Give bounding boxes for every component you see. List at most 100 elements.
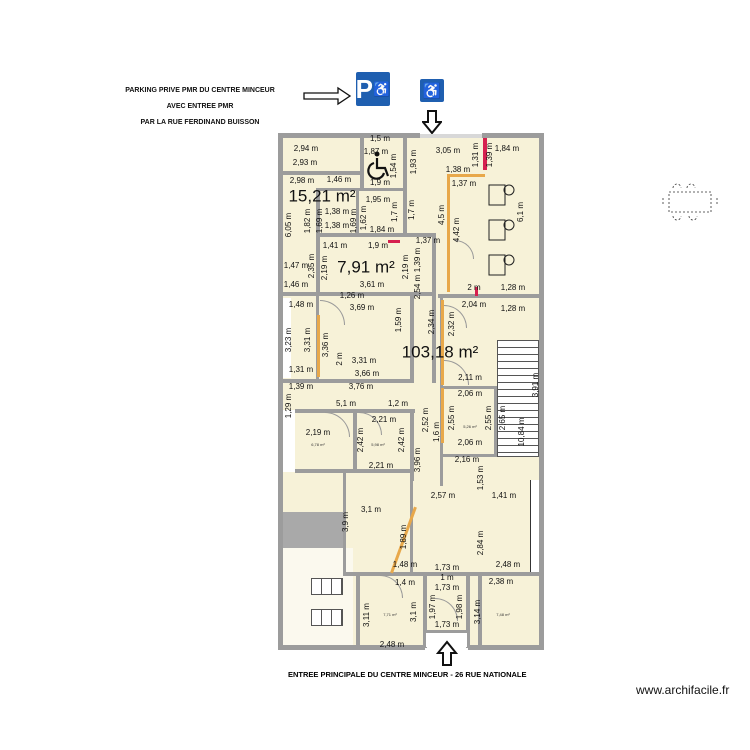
dimension-label: 3,11 m [362, 603, 371, 627]
wall [425, 630, 468, 633]
dimension-label: 2,98 m [289, 176, 315, 185]
wall [432, 233, 436, 383]
room-area: 6,78 m² [311, 442, 325, 447]
partition [447, 174, 450, 292]
dimension-label: 2,94 m [293, 144, 319, 153]
dimension-label: 1,89 m [399, 524, 408, 550]
wheelchair-icon: ♿ [372, 80, 391, 97]
dimension-label: 1,73 m [434, 563, 460, 572]
marker [388, 240, 400, 243]
dimension-label: 2,48 m [379, 640, 405, 649]
wall [440, 386, 495, 389]
parking-title-line-1: PARKING PRIVE PMR DU CENTRE MINCEUR [125, 87, 275, 94]
parking-letter: P [355, 73, 373, 104]
dimension-label: 1,54 m [389, 153, 398, 179]
wheelchair-sign-icon: ♿ [420, 79, 444, 102]
dimension-label: 3,1 m [409, 601, 418, 623]
stair-area [283, 548, 353, 645]
dimension-label: 2,93 m [292, 158, 318, 167]
dimension-label: 1,97 m [428, 594, 437, 620]
main-entrance [426, 633, 467, 647]
white-strip [530, 480, 541, 575]
dimension-label: 3,31 m [303, 327, 312, 353]
dimension-label: 1,48 m [288, 300, 314, 309]
staircase-left-upper [311, 578, 343, 595]
dimension-label: 1,38 m [324, 207, 350, 216]
wall [438, 294, 542, 298]
arrow-up-icon [436, 640, 458, 666]
area-label: 103,18 m² [401, 342, 479, 362]
table-chairs-icon [662, 183, 718, 221]
staircase-left-lower [311, 609, 343, 626]
dimension-label: 1,95 m [365, 195, 391, 204]
wall [478, 574, 482, 648]
dimension-label: 6,05 m [284, 212, 293, 238]
dimension-label: 1,84 m [369, 225, 395, 234]
dimension-label: 1,46 m [283, 280, 309, 289]
dimension-label: 3,91 m [531, 372, 540, 398]
marker [483, 138, 487, 170]
wall [423, 574, 427, 648]
dimension-label: 1,53 m [476, 465, 485, 491]
dimension-label: 1,9 m [369, 178, 391, 187]
staircase-right [497, 340, 539, 457]
dimension-label: 1,7 m [407, 199, 416, 221]
window [420, 134, 482, 138]
dimension-label: 2,11 m [458, 373, 482, 382]
dimension-label: 2,19 m [401, 254, 410, 280]
wall [403, 137, 407, 235]
dimension-label: 1,4 m [394, 578, 416, 587]
dimension-label: 1,28 m [500, 304, 526, 313]
dimension-label: 1 m [440, 573, 454, 582]
dimension-label: 1,38 m [445, 165, 471, 174]
dimension-label: 1,6 m [432, 421, 441, 443]
dimension-label: 2,21 m [368, 461, 394, 470]
wall [356, 574, 360, 648]
wall [343, 470, 346, 574]
dimension-label: 3,14 m [473, 599, 482, 625]
dimension-label: 1,29 m [284, 393, 293, 419]
dimension-label: 1,38 m [324, 221, 350, 230]
dimension-label: 1,39 m [413, 247, 422, 273]
area-label: 7,91 m² [337, 257, 395, 277]
dimension-label: 3,96 m [413, 447, 422, 473]
dimension-label: 1,31 m [471, 142, 480, 168]
parking-title-line-3: PAR LA RUE FERDINAND BUISSON [140, 119, 260, 126]
dimension-label: 1,7 m [390, 201, 399, 223]
wall [410, 480, 413, 572]
dimension-label: 1,26 m [339, 291, 365, 300]
dimension-label: 10,84 m [517, 417, 526, 447]
dimension-label: 3,66 m [354, 369, 380, 378]
dimension-label: 2,55 m [484, 405, 493, 431]
dimension-label: 1,2 m [387, 399, 409, 408]
wall [360, 137, 364, 189]
wall [353, 411, 357, 471]
dimension-label: 2,16 m [454, 455, 480, 464]
dimension-label: 2,48 m [495, 560, 521, 569]
dimension-label: 3,36 m [321, 332, 330, 358]
wall [278, 645, 425, 650]
technical-block [283, 512, 345, 548]
dimension-label: 1,62 m [359, 205, 368, 231]
dimension-label: 6,1 m [516, 201, 525, 223]
wall [280, 379, 414, 383]
wall [410, 409, 414, 481]
dimension-label: 3,69 m [349, 303, 375, 312]
dimension-label: 2,35 m [307, 253, 316, 279]
wall [466, 574, 470, 648]
dimension-label: 3,76 m [348, 382, 374, 391]
white-strip [283, 298, 291, 378]
wall [278, 133, 420, 138]
dimension-label: 1,69 m [349, 208, 358, 234]
wall [295, 469, 413, 473]
dimension-label: 1,37 m [451, 179, 477, 188]
wall [410, 296, 414, 382]
arrow-down-icon [422, 110, 442, 135]
dimension-label: 2,42 m [397, 427, 406, 453]
area-label: 15,21 m² [288, 186, 356, 206]
dimension-label: 1,73 m [434, 620, 460, 629]
wall [278, 133, 283, 650]
dimension-label: 3,05 m [435, 146, 461, 155]
wall [440, 454, 497, 457]
